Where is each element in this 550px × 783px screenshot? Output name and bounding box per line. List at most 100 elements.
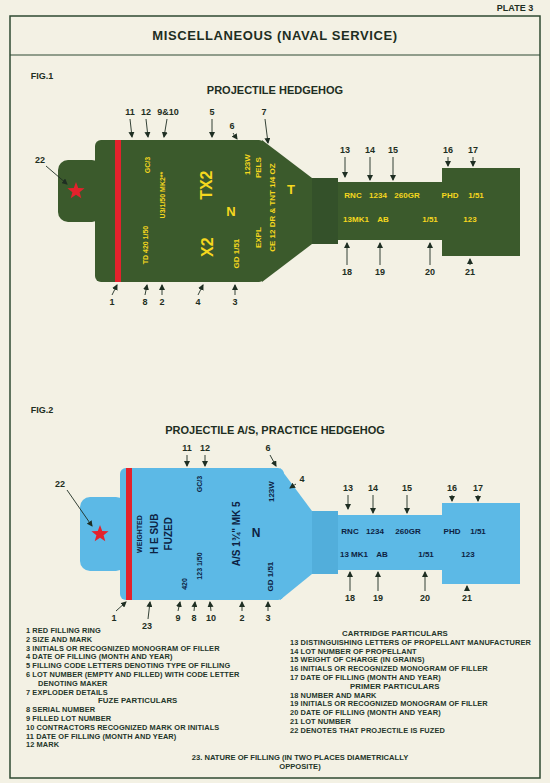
callout-number: 8 <box>142 297 147 307</box>
callout-number: 19 <box>375 267 385 277</box>
callout-number: 9 <box>175 613 180 623</box>
callout-number: 12 <box>141 107 151 117</box>
projectile-marking: 1/51 <box>470 527 486 536</box>
plate-title: MISCELLANEOUS (NAVAL SERVICE) <box>152 29 397 44</box>
projectile-marking: 13 MK1 <box>340 550 368 559</box>
title-rule <box>10 54 540 55</box>
key-heading: PRIMER PARTICULARS <box>350 683 535 692</box>
key-entry: 18 NUMBER AND MARK <box>290 692 535 701</box>
callout-number: 10 <box>206 613 216 623</box>
callout-number: 18 <box>342 267 352 277</box>
projectile-marking: 123 <box>461 550 474 559</box>
figure-label: FIG.1 <box>31 71 54 81</box>
callout-number: 16 <box>447 483 457 493</box>
key-heading: FUZE PARTICULARS <box>98 697 281 706</box>
projectile-marking: FUZED <box>163 517 175 550</box>
key-entry: 1 RED FILLING RING <box>26 627 281 636</box>
key-entry: 19 INITIALS OR RECOGNIZED MONOGRAM OF FI… <box>290 700 535 709</box>
projectile-marking: RNC <box>344 191 361 200</box>
callout-number: 4 <box>299 474 304 484</box>
callout-number: 21 <box>462 593 472 603</box>
hedgehog-projectile <box>58 140 520 282</box>
key-entry: 22 DENOTES THAT PROJECTILE IS FUZED <box>290 727 535 736</box>
key-entry: 8 SERIAL NUMBER <box>26 706 281 715</box>
projectile-marking: 123W <box>242 155 251 176</box>
projectile-marking: 1/51 <box>422 215 438 224</box>
projectile-marking: GC/3 <box>196 476 204 492</box>
callout-number: 1 <box>111 613 116 623</box>
callout-number: 23 <box>142 621 152 631</box>
key-entry: 11 DATE OF FILLING (MONTH AND YEAR) <box>26 733 281 742</box>
key-entry: 3 INITIALS OR RECOGNIZED MONOGRAM OF FIL… <box>26 645 281 654</box>
callout-number: 11 <box>125 107 135 117</box>
callout-number: 17 <box>473 483 483 493</box>
key-entry: 5 FILLING CODE LETTERS DENOTING TYPE OF … <box>26 662 281 671</box>
callout-number: 16 <box>443 145 453 155</box>
callout-number: 21 <box>465 267 475 277</box>
key-note: 23. NATURE OF FILLING (IN TWO PLACES DIA… <box>175 753 425 771</box>
projectile-marking: 123W <box>266 482 275 503</box>
key-entry: 12 MARK <box>26 741 281 750</box>
callout-number: 15 <box>388 145 398 155</box>
key-entry: 10 CONTRACTORS RECOGNIZED MARK OR INITIA… <box>26 724 281 733</box>
key-entry: 15 WEIGHT OF CHARGE (IN GRAINS) <box>290 656 535 665</box>
projectile-marking: 1234 <box>366 527 384 536</box>
projectile-marking: 1/51 <box>468 191 484 200</box>
projectile-marking: X2 <box>199 237 217 257</box>
key-entry: 2 SIZE AND MARK <box>26 636 281 645</box>
projectile-marking: 260GR <box>395 527 420 536</box>
projectile-marking: PELS <box>253 158 262 179</box>
callout-number: 15 <box>402 483 412 493</box>
plate-border <box>10 16 540 778</box>
callout-number: 18 <box>345 593 355 603</box>
projectile-marking: TX2 <box>199 170 217 199</box>
projectile-marking: RNC <box>341 527 358 536</box>
callout-number: 20 <box>420 593 430 603</box>
key-entry: 16 INITIALS OR RECOGNIZED MONOGRAM OF FI… <box>290 665 535 674</box>
practice-hedgehog-projectile <box>80 468 520 600</box>
key-entry: 20 DATE OF FILLING (MONTH AND YEAR) <box>290 709 535 718</box>
key-heading: CARTRIDGE PARTICULARS <box>342 630 535 639</box>
projectile-marking: GD 1/51 <box>266 562 275 592</box>
callout-number: 14 <box>365 145 375 155</box>
callout-number: 8 <box>191 613 196 623</box>
callout-number: 22 <box>55 479 65 489</box>
callout-number: 12 <box>200 443 210 453</box>
callout-number: 7 <box>261 107 266 117</box>
key-entry: 21 LOT NUMBER <box>290 718 535 727</box>
projectile-marking: AB <box>377 215 389 224</box>
callout-number: 6 <box>265 443 270 453</box>
projectile-marking: U3/1/50 MK2** <box>159 172 167 219</box>
projectile-marking: 1/51 <box>418 550 434 559</box>
key-entry: 4 DATE OF FILLING (MONTH AND YEAR) <box>26 653 281 662</box>
projectile-marking: WEIGHTED <box>136 515 144 553</box>
plate-number: PLATE 3 <box>497 3 533 13</box>
callout-number: 9&10 <box>157 107 179 117</box>
key-entry: 13 DISTINGUISHING LETTERS OF PROPELLANT … <box>290 639 535 648</box>
key-column: CARTRIDGE PARTICULARS13 DISTINGUISHING L… <box>290 630 535 736</box>
key-column: 1 RED FILLING RING2 SIZE AND MARK3 INITI… <box>26 627 281 750</box>
projectile-marking: 1234 <box>369 191 387 200</box>
projectile-marking: A/S 1¾" MK 5 <box>230 502 242 567</box>
key-entry: 9 FILLED LOT NUMBER <box>26 715 281 724</box>
projectile-marking: 123 <box>463 215 476 224</box>
callout-number: 2 <box>159 297 164 307</box>
leader-lines <box>67 455 478 619</box>
key-entry: 17 DATE OF FILLING (MONTH AND YEAR) <box>290 674 535 683</box>
projectile-marking: 260GR <box>394 191 419 200</box>
callout-number: 3 <box>232 297 237 307</box>
callout-number: 22 <box>35 155 45 165</box>
callout-number: 4 <box>195 297 200 307</box>
callout-number: 3 <box>265 613 270 623</box>
projectile-marking: 420 <box>181 578 189 590</box>
projectile-marking: GC/3 <box>144 157 152 173</box>
callout-number: 5 <box>209 107 214 117</box>
figure-title: PROJECTILE HEDGEHOG <box>207 84 343 97</box>
callout-number: 17 <box>468 145 478 155</box>
callout-number: 2 <box>239 613 244 623</box>
figure-label: FIG.2 <box>31 405 54 415</box>
projectile-marking: PHD <box>444 527 461 536</box>
projectile-marking: N <box>252 527 261 541</box>
projectile-marking: 123 1/50 <box>196 552 204 579</box>
